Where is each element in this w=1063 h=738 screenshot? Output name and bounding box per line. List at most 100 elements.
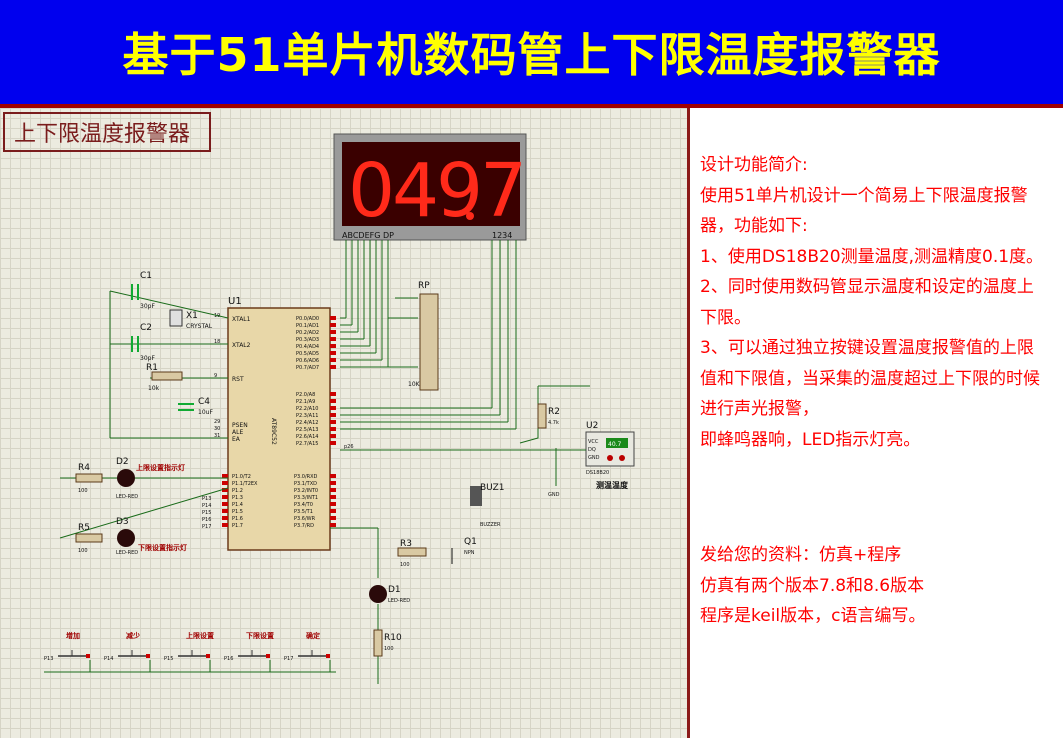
mcu-left-pin: PSEN — [232, 422, 248, 429]
display-digit: 7 — [480, 148, 527, 234]
q1-value: NPN — [464, 550, 475, 556]
buzzer-circuit: BUZ1 BUZZER Q1 NPN R3 100 — [330, 483, 505, 578]
mcu-p1-pin: P1.1/T2EX — [232, 481, 258, 487]
p1-side-label: P13 — [202, 496, 211, 502]
decimal-point — [466, 212, 474, 220]
desc-line: 2、同时使用数码管显示温度和设定的温度上下限。 — [700, 277, 1034, 328]
mcu-left-pin: XTAL2 — [232, 342, 251, 349]
led-d3: R5 100 D3 LED-RED 下限设置指示灯 — [59, 487, 229, 556]
push-button-label: 上限设置 — [186, 631, 214, 640]
x1-label: X1 — [186, 311, 198, 321]
mcu-p2-pin: P2.3/A11 — [296, 413, 318, 419]
push-button: 上限设置 P15 — [164, 631, 214, 672]
display-bus — [340, 240, 517, 430]
r3-value: 100 — [400, 562, 410, 568]
push-button: 确定 P17 — [284, 631, 331, 672]
description-panel: 设计功能简介: 使用51单片机设计一个简易上下限温度报警器，功能如下: 1、使用… — [694, 108, 1063, 738]
mcu-left-pin-number: 18 — [214, 339, 220, 345]
mcu-p1-pin: P1.5 — [232, 509, 243, 515]
mcu-p2-pin: P2.0/A8 — [296, 392, 315, 398]
mcu-p0-pin: P0.2/AD2 — [296, 330, 319, 336]
sheet-title: 上下限温度报警器 — [14, 122, 190, 147]
mcu-p2-pin: P2.7/A15 — [296, 441, 318, 447]
mcu-p3-pin: P3.1/TXD — [294, 481, 317, 487]
display-digit-label: 1234 — [492, 231, 512, 240]
r3-label: R3 — [400, 539, 412, 549]
display-seg-label: ABCDEFG DP — [342, 231, 394, 240]
mcu-u1: U1 AT89C52 XTAL119XTAL218RST9PSEN29ALE30… — [214, 296, 336, 551]
mcu-left-pin-number: 29 — [214, 419, 220, 425]
mcu-p0-pin: P0.0/AD0 — [296, 316, 319, 322]
p1-side-label: P15 — [202, 510, 211, 516]
c2-value: 30pF — [140, 355, 155, 362]
mcu-part: AT89C52 — [270, 418, 277, 445]
display-digit: 9 — [436, 148, 483, 234]
led-d2: R4 100 D2 LED-RED 上限设置指示灯 — [60, 457, 228, 500]
r1-value: 10k — [148, 385, 160, 392]
push-button-label: 确定 — [306, 631, 320, 640]
push-button-pin: P17 — [284, 656, 293, 662]
u2-caption: 测温温度 — [596, 480, 629, 490]
buz-label: BUZ1 — [480, 483, 505, 493]
r4-value: 100 — [78, 488, 88, 494]
d3-value: LED-RED — [116, 550, 138, 556]
q1-label: Q1 — [464, 537, 477, 547]
materials-line: 程序是keil版本，c语言编写。 — [700, 606, 926, 626]
push-button-label: 下限设置 — [246, 631, 274, 640]
r5-value: 100 — [78, 548, 88, 554]
d2-caption: 上限设置指示灯 — [136, 463, 185, 472]
mcu-left-pin: RST — [232, 376, 244, 383]
materials-line: 仿真有两个版本7.8和8.6版本 — [700, 575, 925, 596]
mcu-left-pin: XTAL1 — [232, 316, 251, 323]
page-title: 基于51单片机数码管上下限温度报警器 — [122, 28, 941, 82]
c4-label: C4 — [198, 397, 210, 407]
u2-label: U2 — [586, 421, 598, 431]
mcu-p0-pin: P0.4/AD4 — [296, 344, 319, 350]
c4-value: 10uF — [198, 409, 213, 416]
led-d1: D1 LED-RED R10 100 — [369, 585, 410, 684]
mcu-p1-pin: P1.4 — [232, 502, 243, 508]
push-button-pin: P15 — [164, 656, 173, 662]
c2-label: C2 — [140, 323, 152, 333]
d3-caption: 下限设置指示灯 — [138, 543, 187, 552]
mcu-p3-pin: P3.0/RXD — [294, 474, 318, 480]
u2-part: DS18B20 — [586, 470, 609, 476]
r4-label: R4 — [78, 463, 90, 473]
u2-pin-gnd: GND — [588, 455, 600, 461]
rp-value: 10K — [408, 381, 421, 388]
mcu-p2-pin: P2.1/A9 — [296, 399, 315, 405]
mcu-p1-pin: P1.3 — [232, 495, 243, 501]
r2-label: R2 — [548, 407, 560, 417]
d1-value: LED-RED — [388, 598, 410, 604]
materials-line: 发给您的资料：仿真+程序 — [700, 545, 902, 565]
mcu-p0-pin: P0.3/AD3 — [296, 337, 319, 343]
sheet-title-box — [3, 112, 211, 152]
mcu-p2-pin: P2.4/A12 — [296, 420, 318, 426]
p1-side-label: P14 — [202, 503, 211, 509]
mcu-left-pin: ALE — [232, 429, 243, 436]
mcu-p0-pin: P0.7/AD7 — [296, 365, 319, 371]
mcu-p2-pin: P2.6/A14 — [296, 434, 318, 440]
c1-label: C1 — [140, 271, 152, 281]
desc-line: 1、使用DS18B20测量温度,测温精度0.1度。 — [700, 246, 1044, 267]
banner-divider — [0, 104, 1063, 108]
desc-line: 使用51单片机设计一个简易上下限温度报警器，功能如下: — [700, 185, 1028, 237]
mcu-p3-pin: P3.4/T0 — [294, 502, 313, 508]
r5-label: R5 — [78, 523, 90, 533]
mcu-left-pin-number: 9 — [214, 373, 217, 379]
mcu-p0-pin: P0.5/AD5 — [296, 351, 319, 357]
p1-side-label: P17 — [202, 524, 211, 530]
mcu-p2-pin: P2.5/A13 — [296, 427, 318, 433]
p26-label: p26 — [344, 444, 354, 450]
capacitor-c2: C2 30pF — [131, 323, 155, 362]
r10-value: 100 — [384, 646, 394, 652]
d3-label: D3 — [116, 517, 129, 527]
r1-label: R1 — [146, 363, 158, 373]
resistor-pack-rp: RP 10K — [408, 281, 439, 391]
title-banner: 基于51单片机数码管上下限温度报警器 — [0, 0, 1063, 104]
